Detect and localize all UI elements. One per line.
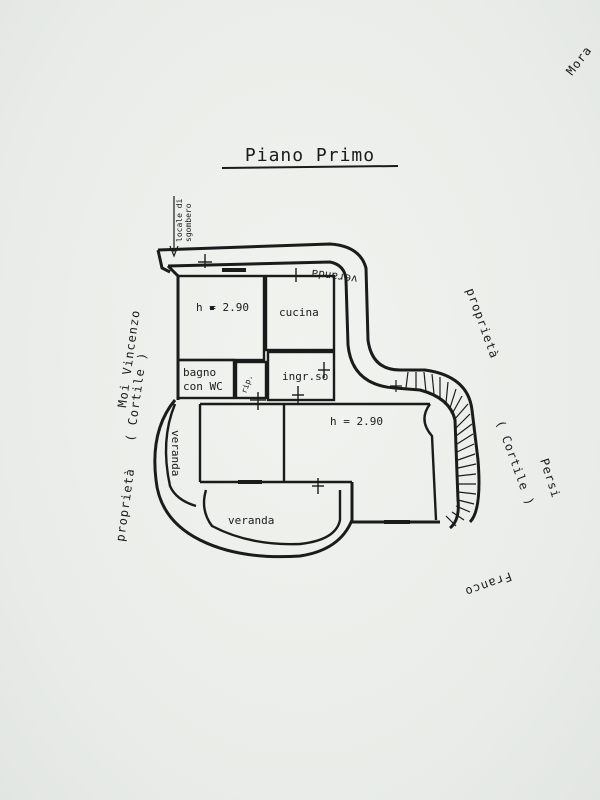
- right-neighbor-firstname: Franco: [463, 569, 514, 599]
- bath-label-line1: bagno: [183, 366, 216, 379]
- staircase: [390, 371, 477, 527]
- storage-annotation: locale di sgombero: [169, 196, 193, 258]
- living-height-label: h = 2.90: [330, 415, 383, 428]
- veranda-top-label: veranda: [311, 267, 359, 286]
- plan-title: Piano Primo: [245, 145, 375, 166]
- kitchen-label: cucina: [279, 306, 319, 319]
- left-neighbor-property: proprietà: [113, 467, 137, 542]
- veranda-bottom-label: veranda: [228, 514, 274, 527]
- corner-label: Mora: [563, 43, 594, 78]
- veranda-side-label: veranda: [169, 430, 182, 476]
- bath-label-line2: con WC: [183, 380, 223, 393]
- storage-label-line1: locale di: [175, 198, 184, 242]
- title-underline: [221, 165, 399, 169]
- interior-walls: [164, 274, 438, 546]
- entrance-label: ingr.so: [282, 370, 328, 383]
- right-neighbor-cortile: ( Cortile ): [493, 418, 537, 508]
- right-neighbor-property: proprietà: [463, 286, 501, 360]
- right-neighbor-surname: Persi: [537, 457, 563, 500]
- storage-label-line2: sgombero: [184, 203, 193, 242]
- room1-marker: [210, 306, 214, 310]
- room1-height-label: h = 2.90: [196, 301, 249, 314]
- door-marks: [198, 254, 410, 524]
- closet-label: rip.: [239, 374, 254, 395]
